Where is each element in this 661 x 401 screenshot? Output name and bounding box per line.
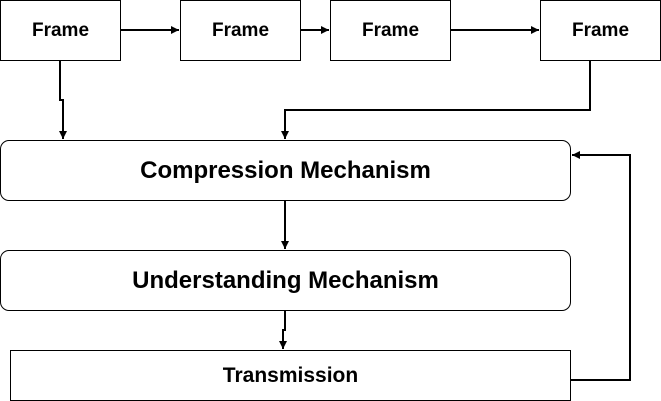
understanding-mechanism-label: Understanding Mechanism — [132, 266, 439, 294]
frame-node-2: Frame — [180, 0, 301, 61]
edge-frame1-to-compression — [59, 61, 67, 139]
compression-mechanism-node: Compression Mechanism — [0, 140, 571, 201]
transmission-node: Transmission — [10, 350, 571, 401]
frame-node-4: Frame — [540, 0, 661, 61]
frame-label: Frame — [361, 19, 420, 41]
edge-understanding-to-transmission — [279, 311, 287, 349]
frame-label: Frame — [571, 19, 630, 41]
frame-node-3: Frame — [330, 0, 451, 61]
edge-frame4-to-compression — [281, 61, 591, 139]
compression-mechanism-label: Compression Mechanism — [140, 156, 431, 184]
edge-transmission-to-compression — [571, 151, 631, 381]
transmission-label: Transmission — [222, 363, 359, 387]
frame-label: Frame — [31, 19, 90, 41]
frame-label: Frame — [211, 19, 270, 41]
frame-node-1: Frame — [0, 0, 121, 61]
understanding-mechanism-node: Understanding Mechanism — [0, 250, 571, 311]
